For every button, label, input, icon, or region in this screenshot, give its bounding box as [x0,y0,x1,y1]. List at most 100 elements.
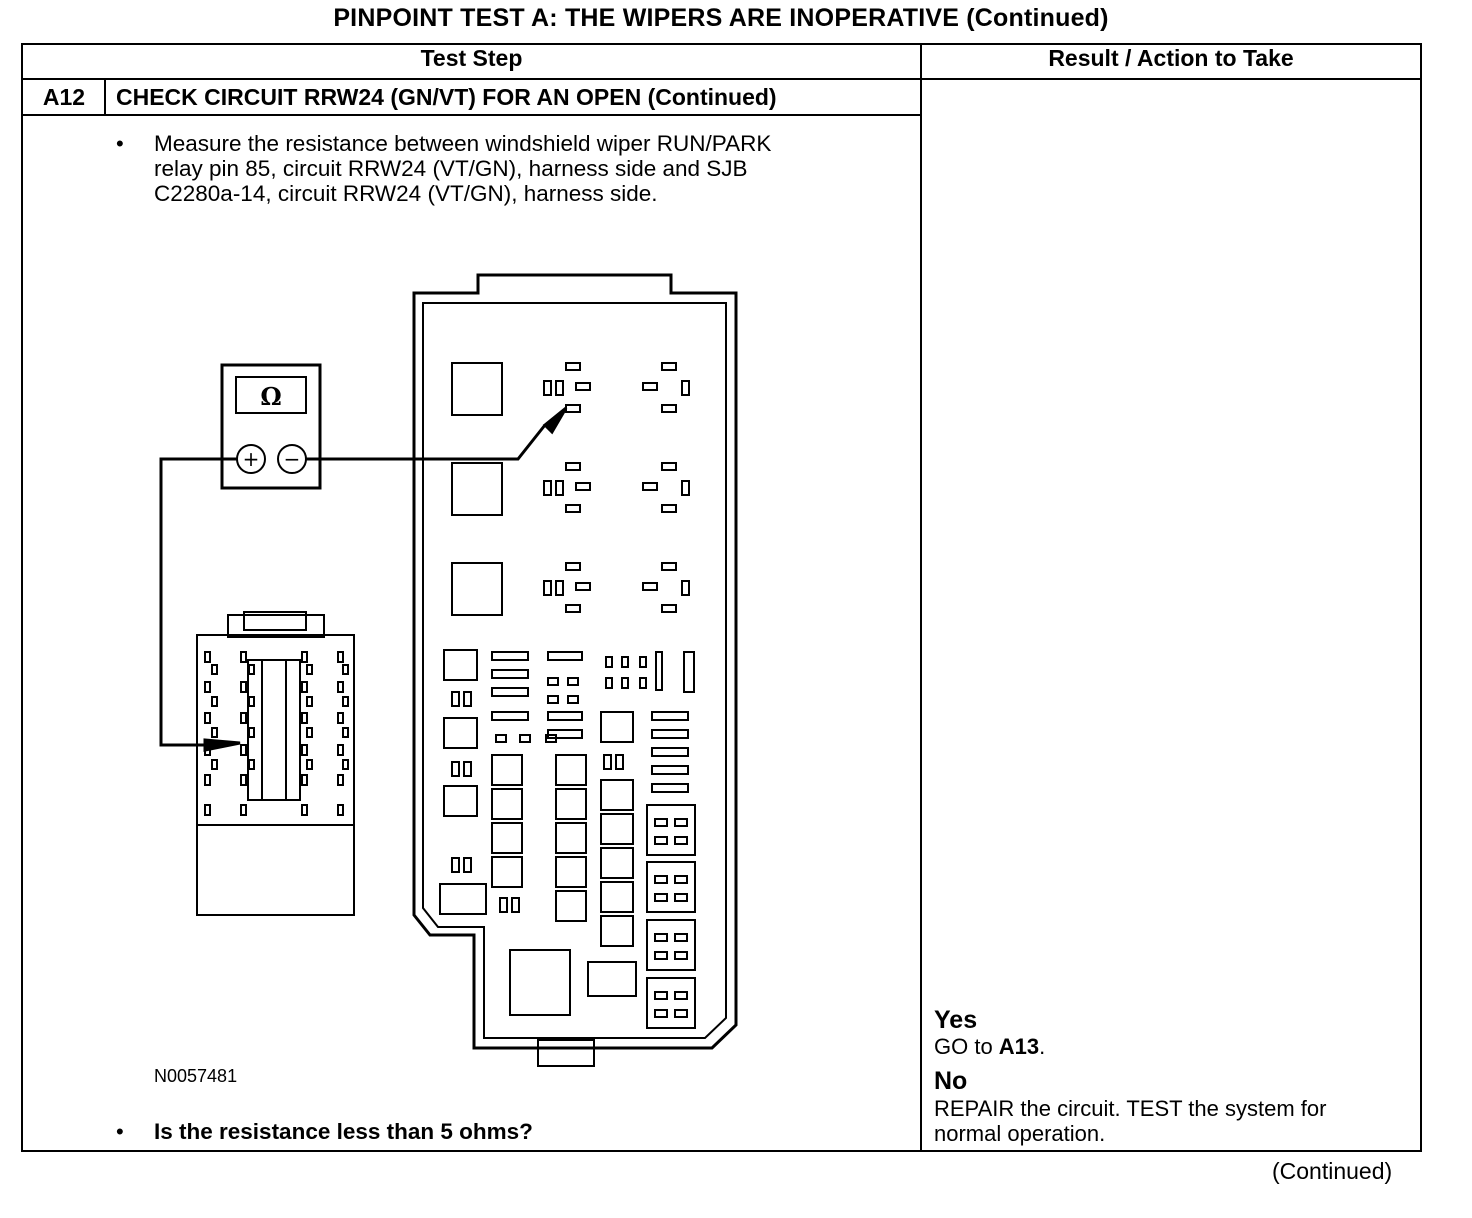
yes-action-target[interactable]: A13 [998,1034,1040,1059]
relay-terminal [681,580,690,596]
connector-pin [337,744,344,756]
fuse-slot [491,822,523,854]
terminal [654,951,668,960]
relay-terminal [543,580,552,596]
relay-socket [451,462,503,516]
fuse-box [412,273,738,1067]
no-action-line: REPAIR the circuit. TEST the system for [934,1096,1327,1121]
terminal [567,695,579,704]
relay-terminal [565,562,581,571]
terminal [567,677,579,686]
terminal [674,836,688,845]
terminal [654,933,668,942]
fuse-slot [555,754,587,786]
terminal [451,857,460,873]
connector-pin [211,759,218,770]
relay-terminal [555,380,564,396]
relay-terminal [565,504,581,513]
terminal [639,656,647,668]
relay-terminal [575,482,591,491]
fuse-slot [600,915,634,947]
relay-terminal [565,462,581,471]
connector-pin [301,804,308,816]
relay-terminal [681,480,690,496]
terminal [674,933,688,942]
fuse-bar [491,669,529,679]
fuse-bar [651,729,689,739]
connector-pin [301,712,308,724]
relay-socket [451,362,503,416]
step-title: CHECK CIRCUIT RRW24 (GN/VT) FOR AN OPEN … [116,84,777,110]
fuse-bar [547,651,583,661]
sjb-connector [196,611,355,916]
relay-socket [451,562,503,616]
fuse-bar [651,711,689,721]
relay-terminal [661,604,677,613]
connector-pin [342,759,349,770]
connector-pin [306,664,313,675]
fuse-slot [555,788,587,820]
connector-pin [240,804,247,816]
relay-terminal [661,362,677,371]
ohm-symbol: Ω [260,382,281,411]
connector-pin [204,804,211,816]
connector-pin [337,651,344,663]
relay-terminal [543,380,552,396]
relay-terminal [642,382,658,391]
terminal [654,875,668,884]
relay-block [646,919,696,971]
terminal [495,734,507,743]
relay-terminal [565,404,581,413]
connector-pin [211,696,218,707]
relay-terminal [543,480,552,496]
terminal [547,677,559,686]
page-title: PINPOINT TEST A: THE WIPERS ARE INOPERAT… [333,4,1109,32]
connector-pin [342,727,349,738]
terminal [674,951,688,960]
terminal [654,1009,668,1018]
relay-terminal [555,580,564,596]
test-question: Is the resistance less than 5 ohms? [154,1119,533,1144]
terminal [621,656,629,668]
connector-pin [306,727,313,738]
ohmmeter: Ω + − [220,363,322,490]
terminal [463,857,472,873]
header-test-step: Test Step [420,45,523,71]
fuse-cells [439,362,696,1029]
connector-pin [240,774,247,786]
fuse-slot [600,881,634,913]
fuse-slot [600,779,634,811]
connector-pin [301,681,308,693]
relay-terminal [661,562,677,571]
terminal [654,893,668,902]
terminal [621,677,629,689]
step-id: A12 [42,84,86,110]
connector-pin [306,759,313,770]
bullet-instruction: • [116,131,124,156]
connector-pin [240,651,247,663]
step-id-divider [104,80,106,116]
terminal [499,897,508,913]
fuse-slot [555,890,587,922]
test-table [21,43,1422,1152]
connector-pin [204,651,211,663]
terminal [451,691,460,707]
relay-terminal [661,462,677,471]
terminal [639,677,647,689]
terminal [519,734,531,743]
instruction-text: Measure the resistance between windshiel… [154,131,894,206]
terminal [603,754,612,770]
header-divider [21,78,1422,80]
instruction-line: Measure the resistance between windshiel… [154,131,772,156]
connector-pin [248,696,255,707]
terminal [451,761,460,777]
relay-terminal [575,382,591,391]
yes-label: Yes [934,1006,978,1034]
fuse-bar [491,651,529,661]
minus-terminal: − [284,447,301,471]
terminal [463,761,472,777]
connector-pin [337,774,344,786]
fuse-slot [491,788,523,820]
terminal [605,677,613,689]
fuse-slot [443,717,478,749]
